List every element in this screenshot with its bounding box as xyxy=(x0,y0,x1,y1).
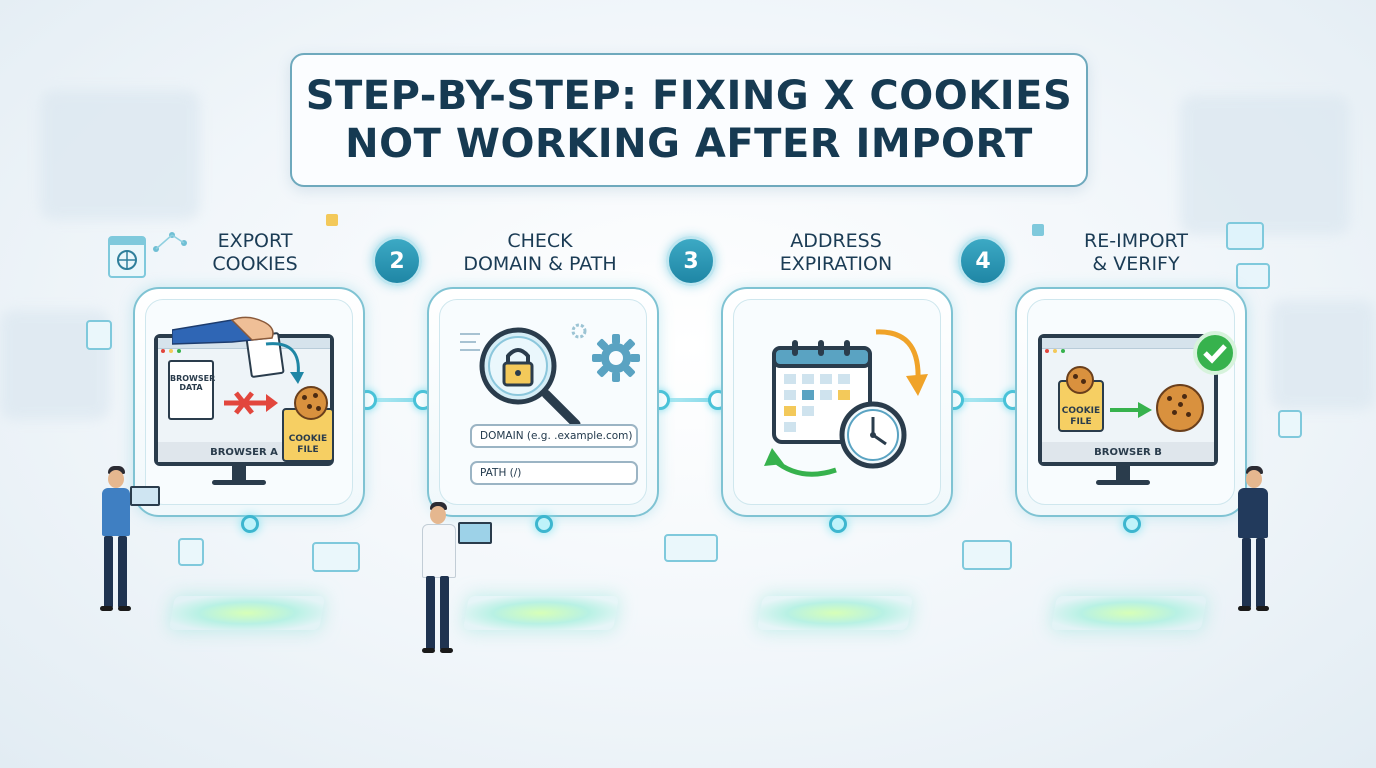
browser-window-icon xyxy=(108,236,146,278)
step-3-number: 3 xyxy=(666,236,716,286)
decorative-square xyxy=(1032,224,1044,236)
step-4-number: 4 xyxy=(958,236,1008,286)
step-2-label: CHECK DOMAIN & PATH xyxy=(430,230,650,276)
monitor-stand xyxy=(1116,464,1130,480)
note-icon xyxy=(1278,410,1302,438)
floor-pad xyxy=(757,596,913,630)
person-right xyxy=(1228,466,1288,616)
card-glow-node xyxy=(829,515,847,533)
floor-pad xyxy=(1051,596,1207,630)
red-x-arrow-icon xyxy=(224,391,278,415)
network-nodes-icon xyxy=(153,232,187,252)
lines-icon xyxy=(460,333,480,351)
domain-field: DOMAIN (e.g. .example.com) xyxy=(470,424,638,448)
small-cookie-icon xyxy=(1066,366,1094,394)
connector-line xyxy=(362,398,430,402)
step-3-card xyxy=(721,287,953,517)
browser-b-label: BROWSER B xyxy=(1042,442,1214,462)
card-glow-node xyxy=(1123,515,1141,533)
step-3-inner-panel xyxy=(733,299,941,505)
small-gear-icon xyxy=(571,323,587,339)
chat-bubble-icon xyxy=(1236,263,1270,289)
check-card-icon xyxy=(962,540,1012,570)
note-icon xyxy=(86,320,112,350)
cookie-icon xyxy=(1156,384,1204,432)
card-glow-node xyxy=(535,515,553,533)
monitor-stand xyxy=(232,464,246,480)
note-icon xyxy=(178,538,204,566)
step-2-number: 2 xyxy=(372,236,422,286)
step-1-inner-panel: BROWSER A BROWSER DATA COOKIE FILE xyxy=(145,299,353,505)
cookie-file-text-line-2: FILE xyxy=(297,445,319,455)
gear-icon xyxy=(592,334,640,382)
title-line-2: NOT WORKING AFTER IMPORT xyxy=(345,121,1033,167)
connector-line xyxy=(950,398,1018,402)
step-1-label-line-1: EXPORT xyxy=(217,230,293,252)
green-right-arrow-icon xyxy=(1110,402,1152,418)
step-2-card: DOMAIN (e.g. .example.com) PATH (/) xyxy=(427,287,659,517)
green-arrow-icon xyxy=(764,448,837,477)
step-2-label-line-1: CHECK xyxy=(507,230,573,252)
monitor-base xyxy=(1096,480,1150,485)
background-shape xyxy=(40,90,200,220)
magnifier-lock-icon xyxy=(479,327,581,429)
step-1-card: BROWSER A BROWSER DATA COOKIE FILE xyxy=(133,287,365,517)
step-2-inner-panel: DOMAIN (e.g. .example.com) PATH (/) xyxy=(439,299,647,505)
background-shape xyxy=(1270,300,1376,410)
background-shape xyxy=(1180,95,1350,235)
step-3-label-line-2: EXPIRATION xyxy=(779,253,893,275)
connector-line xyxy=(656,398,724,402)
document-text-line-1: BROWSER xyxy=(170,374,216,383)
browser-data-document: BROWSER DATA xyxy=(168,360,216,420)
cookie-icon xyxy=(294,386,328,420)
floor-pad xyxy=(169,596,325,630)
title-banner: STEP-BY-STEP: FIXING X COOKIES NOT WORKI… xyxy=(290,53,1088,187)
clock-icon xyxy=(839,401,907,469)
chat-bubble-icon xyxy=(1226,222,1264,250)
step-3-label: ADDRESS EXPIRATION xyxy=(726,230,946,276)
step-2-label-line-2: DOMAIN & PATH xyxy=(463,253,617,275)
step-4-label-line-2: & VERIFY xyxy=(1092,253,1180,275)
chat-bubble-icon xyxy=(664,534,718,562)
orange-arrow-icon xyxy=(875,329,928,396)
checkmark-icon xyxy=(1193,331,1237,375)
card-glow-node xyxy=(241,515,259,533)
step-4-card: BROWSER B COOKIE FILE xyxy=(1015,287,1247,517)
hand-icon xyxy=(172,316,274,345)
cookie-file-text-line-2: FILE xyxy=(1070,417,1092,427)
step-3-label-line-1: ADDRESS xyxy=(790,230,882,252)
person-left xyxy=(96,466,160,616)
document-text-line-2: DATA xyxy=(179,383,203,392)
step-1-label-line-2: COOKIES xyxy=(212,253,298,275)
step-4-inner-panel: BROWSER B COOKIE FILE xyxy=(1027,299,1237,505)
step-1-label: EXPORT COOKIES xyxy=(145,230,365,276)
chat-bubble-icon xyxy=(312,542,360,572)
person-center xyxy=(414,502,494,658)
title-line-1: STEP-BY-STEP: FIXING X COOKIES xyxy=(305,73,1073,119)
step-4-label-line-1: RE-IMPORT xyxy=(1084,230,1188,252)
monitor-base xyxy=(212,480,266,485)
cookie-file-text-line-1: COOKIE xyxy=(1061,406,1101,416)
cookie-file-text-line-1: COOKIE xyxy=(288,434,328,444)
step-4-label: RE-IMPORT & VERIFY xyxy=(1026,230,1246,276)
path-field: PATH (/) xyxy=(470,461,638,485)
decorative-square xyxy=(326,214,338,226)
curved-arrow-icon xyxy=(265,342,304,384)
